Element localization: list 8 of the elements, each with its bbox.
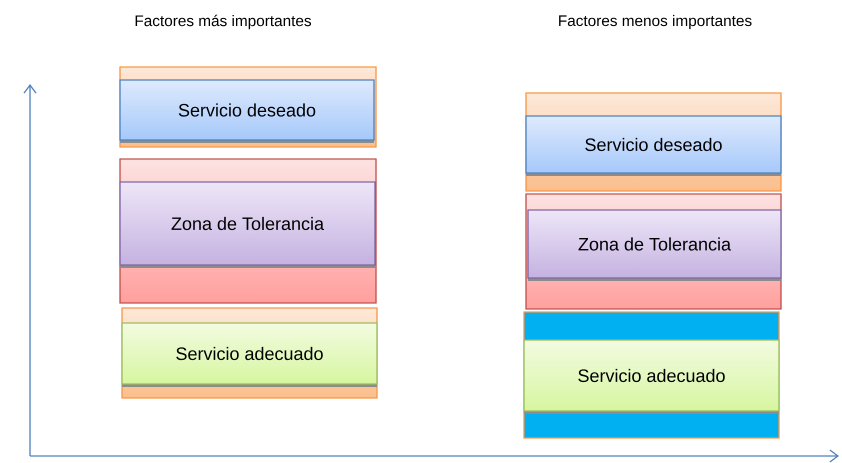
- text-box: Servicio adecuado: [523, 339, 780, 412]
- column-heading: Factores menos importantes: [559, 14, 752, 30]
- text-box: Servicio deseado: [119, 79, 375, 141]
- text-box: Servicio adecuado: [121, 322, 378, 385]
- column-heading: Factores más importantes: [136, 14, 312, 30]
- text-box: Zona de Tolerancia: [527, 209, 782, 279]
- text-box: Servicio deseado: [525, 115, 782, 174]
- text-box: Zona de Tolerancia: [119, 181, 376, 266]
